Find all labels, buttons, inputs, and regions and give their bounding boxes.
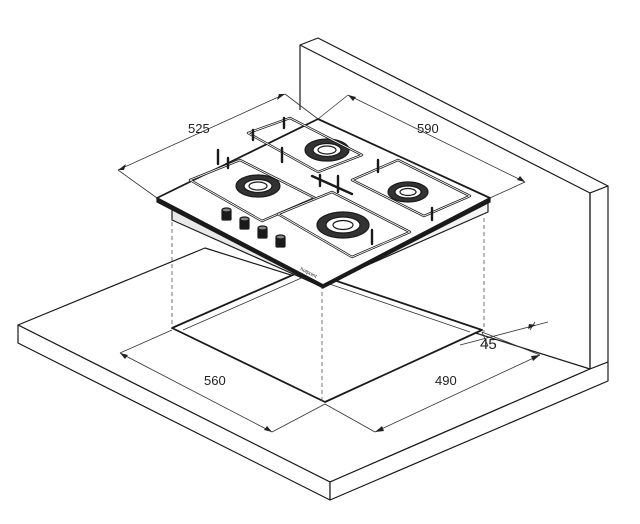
knob-3 xyxy=(257,225,268,239)
countertop-side xyxy=(329,361,609,501)
knob-2 xyxy=(239,216,250,230)
projection-lines xyxy=(171,215,485,402)
dim-590-line xyxy=(347,94,526,183)
dimension-490: 490 xyxy=(324,331,541,433)
burner-back xyxy=(304,138,350,162)
cutout-inner-right xyxy=(305,275,471,333)
dimension-590: 590 xyxy=(317,94,526,199)
dimension-525: 525 xyxy=(117,93,319,199)
burner-left xyxy=(235,174,281,198)
grate-right xyxy=(350,158,472,222)
grate-center-link xyxy=(280,146,354,196)
knob-4 xyxy=(275,234,286,248)
hob-side-edge xyxy=(322,197,491,289)
knob-1 xyxy=(221,207,232,221)
hob: hotpoint xyxy=(156,116,491,289)
dim-560-label: 560 xyxy=(204,373,226,388)
dim-45-label: 45 xyxy=(480,336,497,353)
cutout-outline xyxy=(171,269,483,403)
dim-490-line xyxy=(374,354,541,433)
control-knobs xyxy=(221,207,286,248)
grate-front xyxy=(276,174,412,259)
dim-525-line xyxy=(117,93,286,171)
cutout xyxy=(171,269,483,403)
grate-back xyxy=(246,116,364,174)
cutout-inner-back xyxy=(182,275,307,331)
dimension-560: 560 xyxy=(119,329,326,433)
burner-right xyxy=(387,181,429,203)
burner-front xyxy=(316,211,370,239)
dim-490-label: 490 xyxy=(435,373,457,388)
dimension-45: 45 xyxy=(459,321,549,353)
dim-525-label: 525 xyxy=(188,121,210,136)
wall xyxy=(299,37,609,370)
dim-590-label: 590 xyxy=(417,121,439,136)
wall-side xyxy=(589,185,609,370)
dim-560-line xyxy=(119,352,273,433)
